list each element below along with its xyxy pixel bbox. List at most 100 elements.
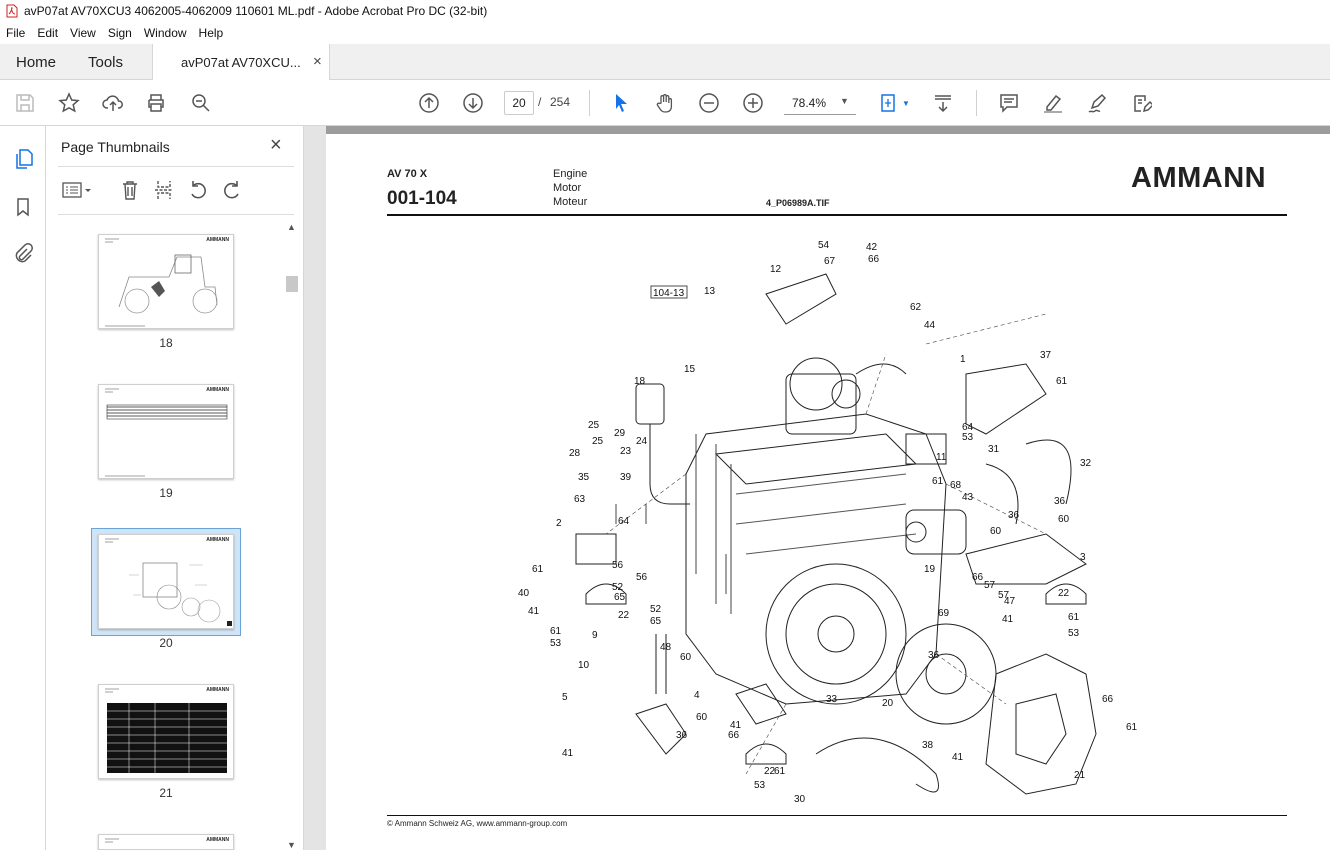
page-thumbnails-tab[interactable] — [10, 146, 36, 172]
cloud-upload-icon — [102, 95, 123, 111]
panel-close-button[interactable]: × — [270, 134, 282, 156]
zoom-out-button[interactable] — [696, 90, 722, 116]
thumbnail-image: AMMANN — [98, 234, 234, 329]
previous-page-edge — [326, 126, 1330, 134]
tab-document[interactable]: avP07at AV70XCU... × — [152, 44, 330, 81]
title-bar: avP07at AV70XCU3 4062005-4062009 110601 … — [0, 0, 1330, 22]
part-callout-67: 67 — [824, 256, 836, 267]
menu-help[interactable]: Help — [198, 26, 224, 40]
scroll-down-arrow-icon[interactable]: ▼ — [287, 840, 296, 850]
footer-copyright: © Ammann Schweiz AG, www.ammann-group.co… — [387, 819, 568, 828]
part-callout-56: 56 — [612, 560, 624, 571]
fit-chevron-down-icon[interactable]: ▼ — [902, 99, 910, 108]
part-callout-61: 61 — [532, 564, 544, 575]
header-title-en: Engine — [553, 168, 588, 180]
part-callout-3: 3 — [1080, 552, 1086, 563]
star-icon — [58, 92, 80, 113]
part-callout-53: 53 — [1068, 628, 1080, 639]
part-callout-32: 32 — [1080, 458, 1092, 469]
document-viewport[interactable]: AV 70 X 001-104 Engine Motor Moteur 4_P0… — [304, 126, 1330, 850]
rotate-counterclockwise-button[interactable] — [186, 178, 210, 202]
bookmarks-tab[interactable] — [10, 194, 36, 220]
thumbnail-scrollbar[interactable]: ▲ ▼ — [286, 222, 298, 850]
part-callout-61: 61 — [1056, 376, 1068, 387]
next-page-button[interactable] — [460, 90, 486, 116]
part-callout-56: 56 — [636, 572, 648, 583]
scrollbar-thumb[interactable] — [286, 276, 298, 292]
menu-sign[interactable]: Sign — [107, 26, 132, 40]
arrow-down-circle-icon — [463, 93, 483, 113]
part-callout-57: 57 — [984, 580, 996, 591]
pen-sign-icon — [1088, 93, 1107, 113]
prev-page-button[interactable] — [416, 90, 442, 116]
part-callout-31: 31 — [988, 444, 1000, 455]
rotate-right-icon — [224, 181, 239, 199]
part-callout-44: 44 — [924, 320, 936, 331]
scroll-up-arrow-icon[interactable]: ▲ — [287, 222, 296, 232]
menu-view[interactable]: View — [70, 26, 96, 40]
window-title: avP07at AV70XCU3 4062005-4062009 110601 … — [24, 4, 488, 18]
minus-circle-icon — [699, 93, 719, 113]
bookmark-star-button[interactable] — [56, 90, 82, 116]
menu-window[interactable]: Window — [143, 26, 187, 40]
part-callout-64: 64 — [962, 422, 974, 433]
find-button[interactable] — [188, 90, 214, 116]
part-callout-53: 53 — [550, 638, 562, 649]
zoom-level-dropdown[interactable]: 78.4% ▼ — [784, 91, 856, 115]
part-callout-23: 23 — [620, 446, 632, 457]
delete-pages-button[interactable] — [118, 178, 142, 202]
select-tool-button[interactable] — [608, 90, 634, 116]
part-callout-18: 18 — [634, 376, 646, 387]
save-button[interactable] — [12, 90, 38, 116]
reference-box-callout: 104-13 — [650, 285, 688, 299]
print-button[interactable] — [143, 90, 169, 116]
engine-diagram-preview — [105, 538, 232, 626]
split-pages-button[interactable] — [152, 178, 176, 202]
attachments-tab[interactable] — [10, 240, 36, 266]
menu-edit[interactable]: Edit — [37, 26, 59, 40]
thumbnail-page-number: 18 — [159, 336, 173, 350]
pdf-page: AV 70 X 001-104 Engine Motor Moteur 4_P0… — [326, 134, 1330, 850]
tab-home[interactable]: Home — [16, 54, 57, 71]
part-callout-68: 68 — [950, 480, 962, 491]
part-callout-57: 57 — [998, 590, 1010, 601]
draw-signature-button[interactable] — [1084, 90, 1110, 116]
fill-sign-button[interactable] — [1128, 90, 1154, 116]
tab-tools[interactable]: Tools — [88, 54, 124, 71]
zoom-in-button[interactable] — [740, 90, 766, 116]
chevron-down-icon: ▼ — [840, 96, 849, 106]
part-callout-48: 48 — [660, 642, 672, 653]
part-callout-22: 22 — [618, 610, 630, 621]
part-callout-61: 61 — [774, 766, 786, 777]
page-number-input[interactable]: 20 — [504, 91, 534, 115]
part-callout-20: 20 — [882, 698, 894, 709]
zoom-level-value: 78.4% — [792, 96, 827, 110]
comment-button[interactable] — [996, 90, 1022, 116]
part-callout-21: 21 — [1074, 770, 1086, 781]
header-model: AV 70 X — [387, 168, 428, 180]
scrolling-mode-button[interactable] — [930, 90, 956, 116]
acrobat-app-icon — [6, 4, 18, 18]
thumbnail-options-button[interactable] — [60, 178, 96, 202]
highlight-button[interactable] — [1040, 90, 1066, 116]
thumbnail-image: AMMANN — [98, 384, 234, 479]
panel-divider — [58, 166, 294, 167]
tab-close-button[interactable]: × — [313, 53, 322, 70]
rotate-clockwise-button[interactable] — [220, 178, 244, 202]
toolbar-divider — [589, 90, 590, 116]
part-callout-47: 47 — [1004, 596, 1016, 607]
part-callout-36: 36 — [1054, 496, 1066, 507]
header-title-fr: Moteur — [553, 196, 588, 208]
thumbnail-page-number: 20 — [159, 636, 173, 650]
part-callout-2: 2 — [556, 518, 562, 529]
hand-tool-button[interactable] — [652, 90, 678, 116]
part-callout-60: 60 — [1058, 514, 1070, 525]
magnifier-icon — [192, 94, 210, 112]
part-callout-65: 65 — [650, 616, 662, 627]
printer-icon — [148, 94, 164, 112]
menu-file[interactable]: File — [6, 26, 26, 40]
page-fit-button[interactable] — [876, 90, 902, 116]
part-callout-5: 5 — [562, 692, 568, 703]
upload-button[interactable] — [100, 90, 126, 116]
part-callout-15: 15 — [684, 364, 696, 375]
